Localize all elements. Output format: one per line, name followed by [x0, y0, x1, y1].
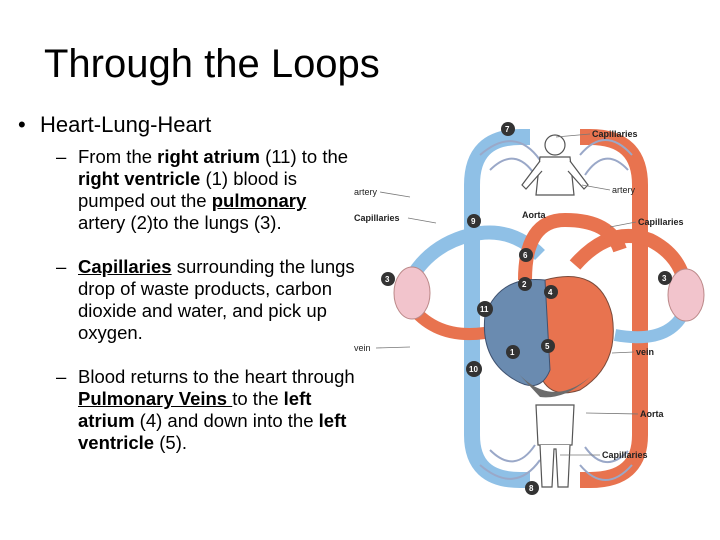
- marker-2: 2: [522, 280, 527, 289]
- bullet-dot: •: [18, 112, 26, 137]
- slide-title: Through the Loops: [44, 42, 380, 86]
- marker-6: 6: [523, 251, 528, 260]
- heart-left-side: [539, 276, 614, 394]
- marker-3-left: 3: [385, 275, 390, 284]
- marker-10: 10: [469, 365, 478, 374]
- marker-1: 1: [510, 348, 515, 357]
- marker-11: 11: [480, 305, 489, 314]
- marker-3-right: 3: [662, 274, 667, 283]
- marker-9: 9: [471, 217, 476, 226]
- label-vein-left: vein: [354, 343, 371, 353]
- heart-bottom: [515, 370, 590, 398]
- capillary-net-top: [479, 139, 633, 176]
- marker-4: 4: [548, 288, 553, 297]
- dash-marker: –: [56, 256, 67, 277]
- label-capillaries-top: Capillaries: [592, 129, 638, 139]
- sub-bullet-3-text: Blood returns to the heart through Pulmo…: [78, 366, 355, 453]
- bullet-text: Heart-Lung-Heart: [40, 112, 212, 137]
- sub-bullet-1-text: From the right atrium (11) to the right …: [78, 146, 349, 233]
- circulation-diagram: Capillaries artery artery Capillaries Ca…: [354, 122, 705, 495]
- label-capillaries-bottom: Capillaries: [602, 450, 648, 460]
- sub-bullet-3: – Blood returns to the heart through Pul…: [56, 366, 356, 454]
- label-artery-left: artery: [354, 187, 378, 197]
- right-lung: [667, 268, 705, 322]
- heart-right-side: [483, 278, 551, 387]
- label-aorta-top: Aorta: [522, 210, 546, 220]
- label-capillaries-right: Capillaries: [638, 217, 684, 227]
- left-lung: [393, 266, 431, 320]
- bullet-heart-lung-heart: • Heart-Lung-Heart: [18, 112, 211, 138]
- label-artery-right: artery: [612, 185, 636, 195]
- sub-bullet-2: – Capillaries surrounding the lungs drop…: [56, 256, 356, 344]
- marker-7: 7: [505, 125, 510, 134]
- leader-lines: [375, 133, 639, 456]
- marker-5: 5: [545, 342, 550, 351]
- upper-artery-loop: [580, 129, 648, 335]
- sub-bullet-1: – From the right atrium (11) to the righ…: [56, 146, 356, 234]
- capillary-net-bottom: [479, 444, 633, 481]
- upper-body-figure: [521, 134, 589, 196]
- lower-body-figure: [535, 404, 575, 488]
- label-capillaries-left: Capillaries: [354, 213, 400, 223]
- upper-vein-loop: [464, 129, 530, 335]
- number-markers: 7 9 6 3 3 2 4 11 5 1 10 8: [381, 122, 672, 495]
- dash-marker: –: [56, 146, 67, 167]
- pulmonary-artery-left: [403, 225, 545, 284]
- sub-bullet-2-text: Capillaries surrounding the lungs drop o…: [78, 256, 355, 343]
- label-aorta-bottom: Aorta: [640, 409, 664, 419]
- marker-8: 8: [529, 484, 534, 493]
- label-vein-right: vein: [636, 347, 654, 357]
- dash-marker: –: [56, 366, 67, 387]
- pulmonary-vein-right: [569, 228, 692, 287]
